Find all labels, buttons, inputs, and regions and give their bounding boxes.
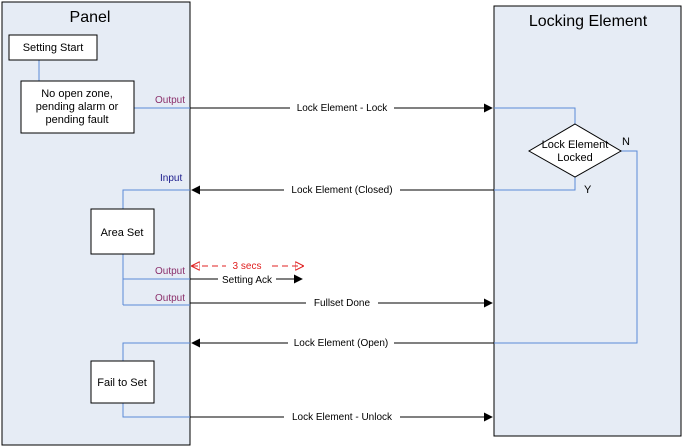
message-fullset-done: Fullset Done bbox=[190, 296, 493, 309]
svg-text:Lock Element (Open): Lock Element (Open) bbox=[294, 338, 389, 349]
svg-text:Setting Start: Setting Start bbox=[23, 42, 84, 54]
svg-text:Lock Element (Closed): Lock Element (Closed) bbox=[291, 185, 392, 196]
message-open: Lock Element (Open) bbox=[191, 336, 494, 349]
panel-title: Panel bbox=[70, 9, 111, 26]
fail-to-set-box: Fail to Set bbox=[90, 360, 155, 404]
output-port-label: Output bbox=[155, 95, 185, 106]
timer-3-secs: 3 secs bbox=[192, 259, 303, 272]
message-unlock: Lock Element - Unlock bbox=[190, 410, 493, 423]
svg-text:No open zone,: No open zone, bbox=[41, 88, 113, 100]
locking-connectors bbox=[494, 107, 638, 344]
svg-text:Fail to Set: Fail to Set bbox=[97, 377, 147, 389]
svg-text:Lock Element - Unlock: Lock Element - Unlock bbox=[292, 412, 393, 423]
svg-text:Locked: Locked bbox=[557, 152, 592, 164]
svg-text:Fullset Done: Fullset Done bbox=[314, 298, 371, 309]
setting-start-box: Setting Start bbox=[8, 34, 98, 61]
area-set-box: Area Set bbox=[90, 208, 155, 255]
svg-text:3 secs: 3 secs bbox=[233, 261, 262, 272]
svg-text:Setting Ack: Setting Ack bbox=[222, 275, 273, 286]
svg-text:Lock Element - Lock: Lock Element - Lock bbox=[297, 103, 389, 114]
panel-connectors bbox=[38, 60, 190, 418]
svg-text:pending fault: pending fault bbox=[46, 114, 109, 126]
locking-element-lane: Locking Element bbox=[493, 5, 682, 437]
output-port-label: Output bbox=[155, 293, 185, 304]
svg-text:Lock Element: Lock Element bbox=[542, 139, 609, 151]
svg-text:pending alarm or: pending alarm or bbox=[36, 101, 119, 113]
decision-yes-label: Y bbox=[584, 184, 592, 196]
message-lock: Lock Element - Lock bbox=[190, 101, 493, 114]
no-open-zone-box: No open zone, pending alarm or pending f… bbox=[20, 80, 135, 134]
svg-text:Area Set: Area Set bbox=[101, 227, 144, 239]
message-setting-ack: Setting Ack bbox=[190, 272, 303, 286]
decision-no-label: N bbox=[622, 136, 630, 148]
locking-element-title: Locking Element bbox=[529, 13, 648, 30]
lock-element-locked-decision: Lock Element Locked N Y bbox=[527, 123, 630, 196]
input-port-label: Input bbox=[160, 173, 182, 184]
message-closed: Lock Element (Closed) bbox=[191, 183, 494, 196]
output-port-label: Output bbox=[155, 266, 185, 277]
